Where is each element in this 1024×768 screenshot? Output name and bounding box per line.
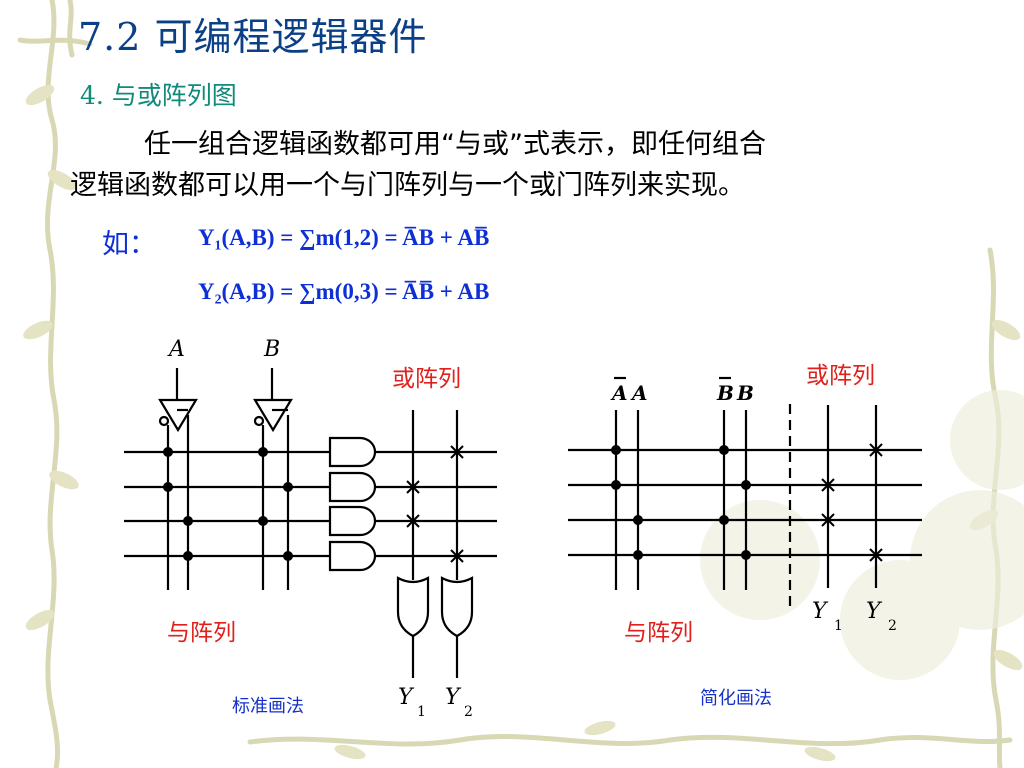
inverter-a-bubble xyxy=(158,415,170,427)
input-a-label: A xyxy=(630,381,648,405)
or-cross-marks xyxy=(821,443,883,562)
right-or-array-label: 或阵列 xyxy=(806,363,875,389)
input-b-label: B xyxy=(736,381,754,405)
formula-y2: Y₂(A,B) = ∑m(0,3) = A̅B̅ + AB xyxy=(198,279,490,304)
input-b-label: B xyxy=(263,337,280,362)
output-y2-subscript: 2 xyxy=(888,618,897,634)
page-title: 7.2 可编程逻辑器件 xyxy=(78,15,428,59)
intro-paragraph: 任一组合逻辑函数都可用“与或”式表示，即任何组合 逻辑函数都可以用一个与门阵列与… xyxy=(70,124,970,206)
and-gate-3 xyxy=(328,505,377,537)
output-y1-subscript: 1 xyxy=(417,704,426,720)
input-b-bar-label: B xyxy=(716,381,734,405)
output-y2-label: Y xyxy=(445,685,462,710)
paragraph-line-1: 任一组合逻辑函数都可用“与或”式表示，即任何组合 xyxy=(144,129,766,160)
left-caption: 标准画法 xyxy=(232,696,304,717)
output-y2-label: Y xyxy=(866,599,883,624)
example-label: 如： xyxy=(102,229,156,260)
right-and-array-label: 与阵列 xyxy=(624,620,693,646)
or-gate-y2 xyxy=(440,576,474,638)
input-a-label: A xyxy=(167,337,185,362)
input-a-bar-label: A xyxy=(610,381,628,405)
output-y1-label: Y xyxy=(398,685,415,710)
and-gate-2 xyxy=(328,471,377,503)
output-y1-label: Y xyxy=(812,599,829,624)
formula-y1: Y₁(A,B) = ∑m(1,2) = A̅B + AB̅ xyxy=(198,225,490,250)
paragraph-line-2: 逻辑函数都可以用一个与门阵列与一个或门阵列来实现。 xyxy=(70,170,745,201)
inverter-b-bubble xyxy=(253,415,265,427)
section-subtitle: 4. 与或阵列图 xyxy=(80,81,237,110)
and-connection-dots xyxy=(611,445,751,560)
output-y1-subscript: 1 xyxy=(834,618,843,634)
and-gate-1 xyxy=(328,436,377,468)
and-gate-4 xyxy=(328,540,377,572)
or-cross-marks xyxy=(406,445,464,563)
or-gate-y1 xyxy=(396,576,430,638)
and-connection-dots xyxy=(163,447,293,561)
inverter-b xyxy=(253,398,293,433)
left-and-array-label: 与阵列 xyxy=(167,620,236,646)
left-or-array-label: 或阵列 xyxy=(392,366,461,392)
output-y2-subscript: 2 xyxy=(464,704,473,720)
right-caption: 简化画法 xyxy=(700,688,772,709)
